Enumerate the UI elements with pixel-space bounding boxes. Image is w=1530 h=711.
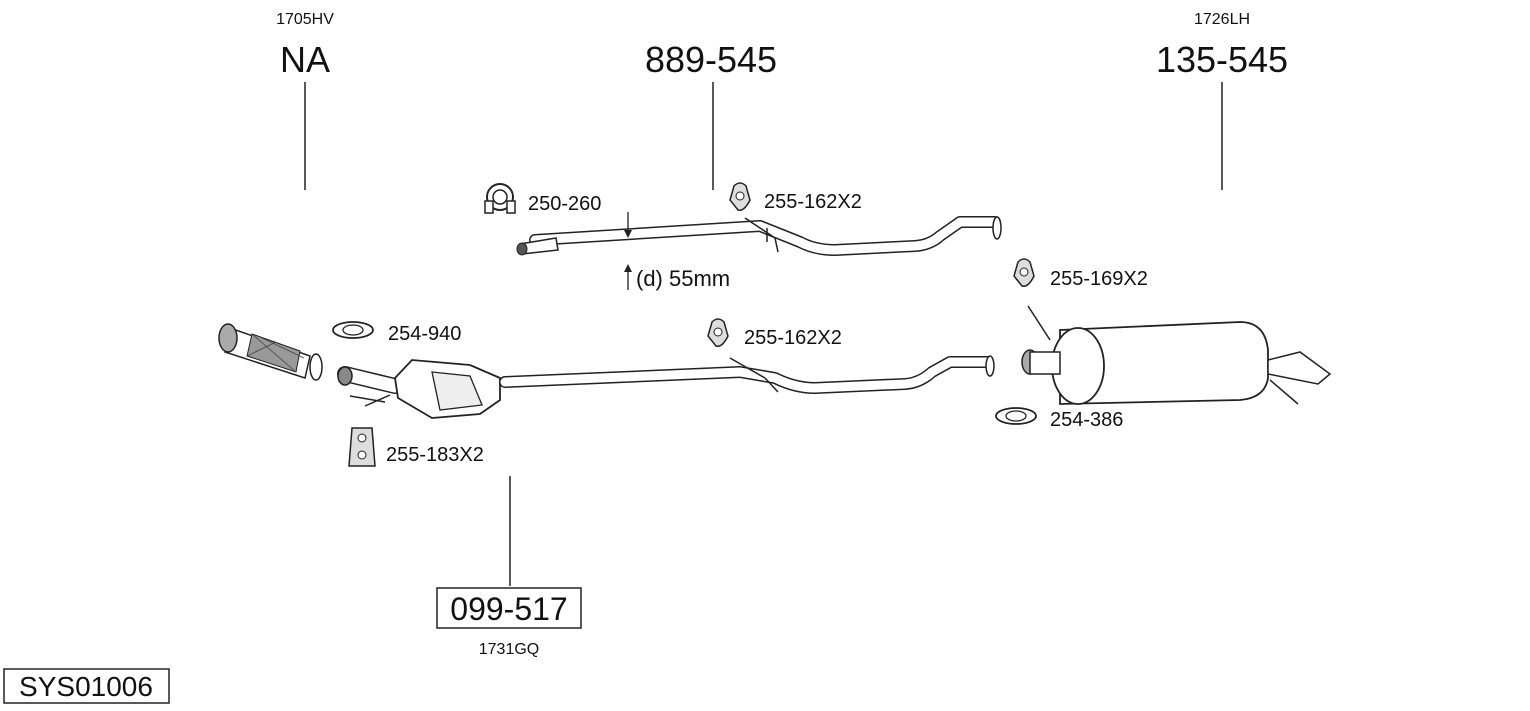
clamp-top-label: 250-260 [528,193,601,215]
rear-muffler-part-label: 135-545 [1156,39,1288,80]
rear-muffler-drawing [1021,305,1332,405]
na-part-label: NA [280,39,330,80]
na-code-label: 1705HV [276,11,334,28]
rubber-hanger-icon [707,318,729,348]
catalyst-drawing [337,359,501,419]
hanger-mid-label: 255-162X2 [744,327,842,349]
catalyst-part-label: 099-517 [450,591,567,627]
middle-pipe-drawing [516,216,1002,256]
gasket-icon [995,407,1037,425]
front-pipe-drawing [499,355,995,394]
muffler-code-label: 1726LH [1194,11,1250,28]
diameter-indicator [624,212,632,290]
gasket-rear-label: 254-386 [1050,409,1123,431]
system-id-label: SYS01006 [19,671,153,702]
flex-pipe-drawing [218,323,323,381]
hanger-rear-label: 255-169X2 [1050,268,1148,290]
gasket-icon [332,321,374,339]
rubber-hanger-icon [1013,258,1035,288]
hanger-top-label: 255-162X2 [764,191,862,213]
clamp-icon [484,183,516,214]
system-id-frame [3,668,170,704]
diameter-note: (d) 55mm [636,266,730,291]
rubber-hanger-icon [729,182,751,212]
gasket-front-label: 254-940 [388,323,461,345]
middle-pipe-part-label: 889-545 [645,39,777,80]
catalyst-part-frame [436,587,582,629]
catalyst-code-label: 1731GQ [479,641,539,658]
hanger-front-label: 255-183X2 [386,444,484,466]
rubber-hanger-icon [348,427,376,467]
